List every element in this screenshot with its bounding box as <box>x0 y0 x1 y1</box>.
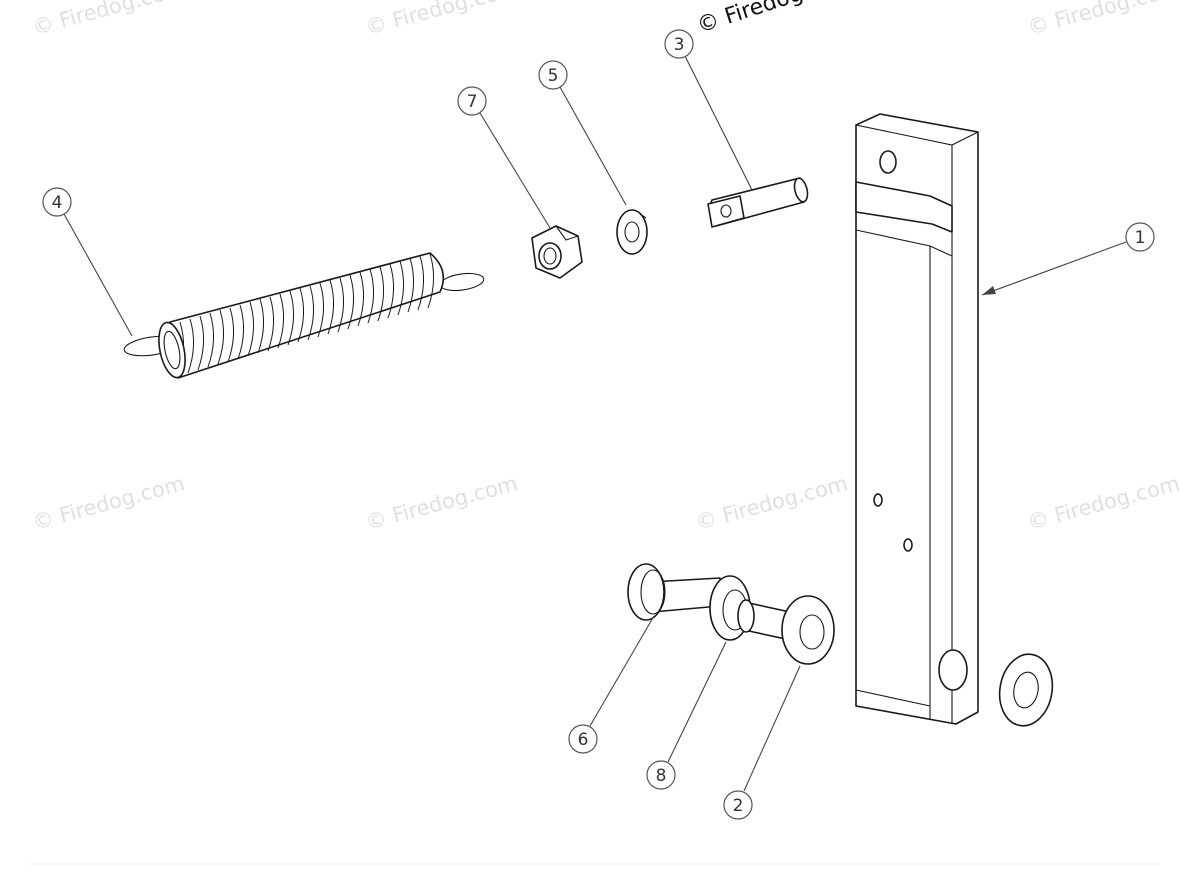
watermark-text: © Firedog.com <box>1025 0 1180 40</box>
leader-lines <box>63 55 1127 792</box>
callout-label: 6 <box>578 730 589 750</box>
callout-label: 3 <box>674 35 685 55</box>
callout-bubble-7: 7 <box>457 86 487 116</box>
pin-part <box>707 177 809 228</box>
callout-bubble-8: 8 <box>646 760 676 790</box>
watermark-layer: © Firedog.com © Firedog.com © Firedog.co… <box>30 0 1180 535</box>
watermark-main-text: © Firedog <box>694 0 806 39</box>
callout-label: 2 <box>733 796 744 816</box>
watermark-text: © Firedog.com <box>30 0 187 40</box>
watermark-text: © Firedog.com <box>363 0 520 40</box>
callout-label: 7 <box>467 92 478 112</box>
callout-bubble-1: 1 <box>1125 222 1155 252</box>
arm-part <box>855 113 979 725</box>
callout-bubble-5: 5 <box>538 60 568 90</box>
pivot-assembly-part <box>627 563 835 665</box>
hex-nut-part <box>531 225 583 279</box>
callout-bubble-4: 4 <box>42 187 72 217</box>
callout-label: 4 <box>52 193 63 213</box>
callout-bubble-6: 6 <box>568 724 598 754</box>
watermark-text: © Firedog.com <box>693 471 850 535</box>
callout-label: 8 <box>656 766 667 786</box>
callout-label: 5 <box>548 66 559 86</box>
spring-part <box>123 252 485 379</box>
watermark-text: © Firedog.com <box>1025 471 1180 535</box>
flat-washer-part <box>998 653 1054 727</box>
watermark-text: © Firedog.com <box>30 471 187 535</box>
callout-label: 1 <box>1135 228 1146 248</box>
watermark-text: © Firedog.com <box>363 471 520 535</box>
callout-bubble-3: 3 <box>664 29 694 59</box>
lock-washer-part <box>616 209 648 255</box>
callout-bubble-2: 2 <box>723 790 753 820</box>
